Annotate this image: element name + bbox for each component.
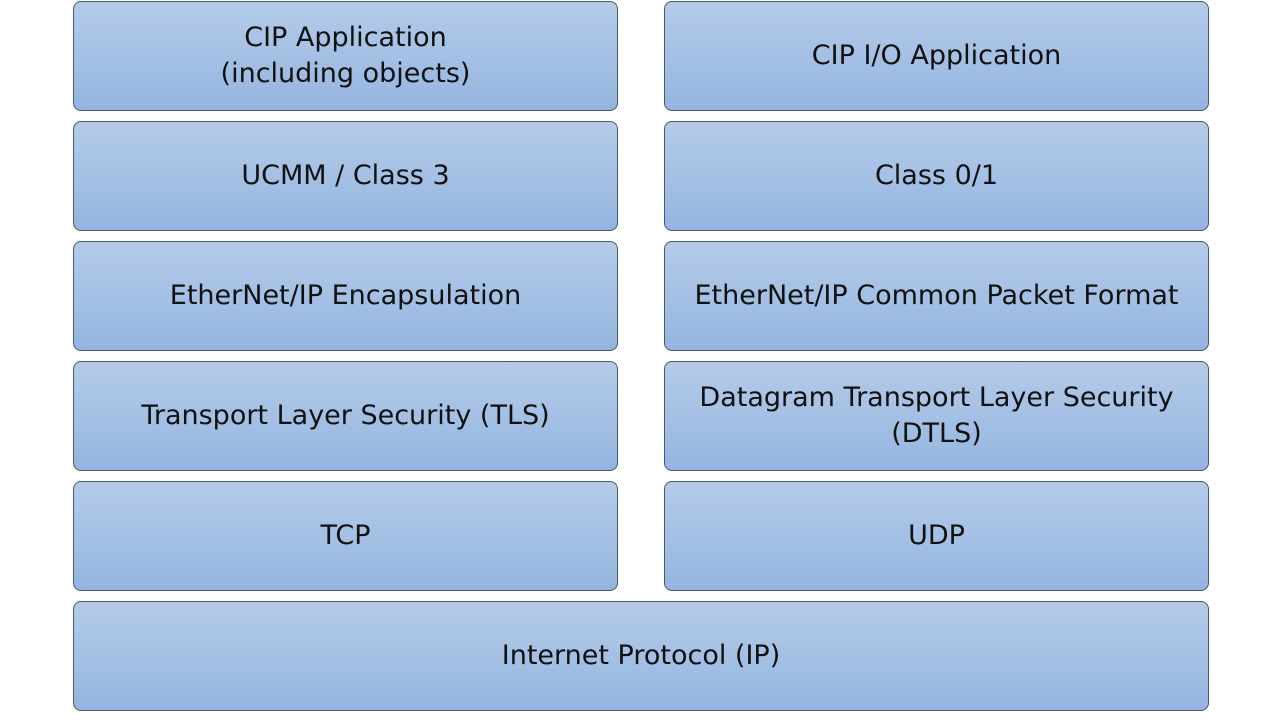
layer-label: Datagram Transport Layer Security (DTLS) — [699, 382, 1174, 449]
layer-label: Class 0/1 — [874, 160, 999, 191]
layer-tls: Transport Layer Security (TLS) — [73, 361, 618, 471]
layer-label: EtherNet/IP Common Packet Format — [694, 280, 1179, 311]
layer-label: Internet Protocol (IP) — [501, 640, 781, 671]
layer-label: EtherNet/IP Encapsulation — [169, 280, 522, 311]
layer-udp: UDP — [664, 481, 1209, 591]
layer-ethernet-ip-common-packet-format: EtherNet/IP Common Packet Format — [664, 241, 1209, 351]
layer-dtls: Datagram Transport Layer Security (DTLS) — [664, 361, 1209, 471]
layer-label: CIP Application (including objects) — [220, 22, 471, 89]
layer-label: UCMM / Class 3 — [241, 160, 450, 191]
layer-label: TCP — [320, 520, 371, 551]
layer-cip-application: CIP Application (including objects) — [73, 1, 618, 111]
layer-internet-protocol: Internet Protocol (IP) — [73, 601, 1209, 711]
layer-ethernet-ip-encapsulation: EtherNet/IP Encapsulation — [73, 241, 618, 351]
layer-cip-io-application: CIP I/O Application — [664, 1, 1209, 111]
layer-tcp: TCP — [73, 481, 618, 591]
layer-label: CIP I/O Application — [811, 40, 1062, 71]
layer-ucmm-class3: UCMM / Class 3 — [73, 121, 618, 231]
layer-label: UDP — [908, 520, 965, 551]
layer-label: Transport Layer Security (TLS) — [141, 400, 550, 431]
layer-class-0-1: Class 0/1 — [664, 121, 1209, 231]
